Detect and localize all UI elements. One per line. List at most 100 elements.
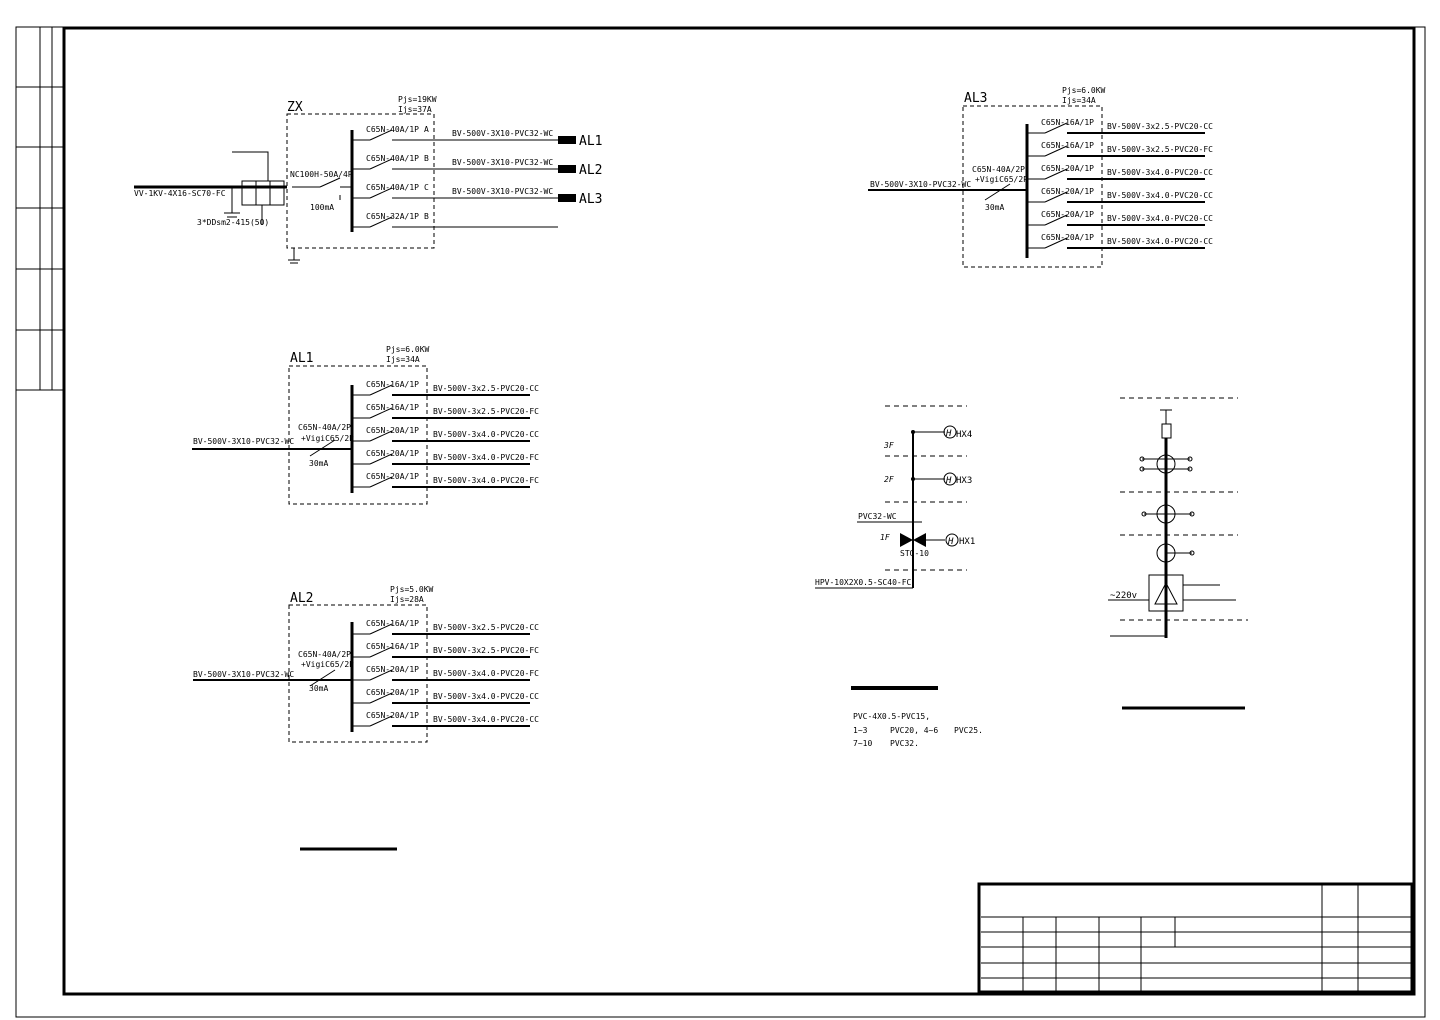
breaker-switch-icon (1044, 145, 1068, 157)
cable-label: BV-500V-3X10-PVC32-WC (452, 187, 553, 196)
hx4-label: HX4 (956, 430, 972, 440)
note-line-2a: 1~3 (853, 726, 868, 735)
breaker-switch-icon (1044, 191, 1068, 203)
breaker-label: C65N-16A/1P (1041, 118, 1094, 127)
riser-diagram: 3F 2F 1F H HX4 H HX3 H HX1 PVC32-WC STO-… (815, 405, 983, 748)
zx-spd: 3*DDsm2-415(50) (197, 218, 269, 227)
al2-incoming-cable: BV-500V-3X10-PVC32-WC (193, 670, 294, 679)
hx4-box: H HX4 (943, 425, 972, 440)
al1-branch: C65N-20A/1P BV-500V-3x4.0-PVC20-FC (352, 472, 539, 488)
al3-panel: AL3 Pjs=6.0KW Ijs=34A BV-500V-3X10-PVC32… (868, 86, 1213, 268)
al2-main-breaker: C65N-40A/2P (298, 650, 351, 659)
al1-main-switch-icon (309, 439, 336, 457)
breaker-label: C65N-32A/1P (366, 212, 419, 221)
intercom-unit-icon (1161, 423, 1172, 439)
zx-title: ZX (287, 100, 303, 115)
breaker-switch-icon (1044, 237, 1068, 249)
al3-ijs: Ijs=34A (1062, 96, 1096, 105)
al2-panel: AL2 Pjs=5.0KW Ijs=28A BV-500V-3X10-PVC32… (193, 585, 539, 743)
breaker-label: C65N-40A/1P (366, 183, 419, 192)
breaker-label: C65N-16A/1P (366, 619, 419, 628)
breaker-label: C65N-16A/1P (366, 403, 419, 412)
output-terminal-icon (558, 136, 576, 144)
breaker-label: C65N-16A/1P (366, 642, 419, 651)
output-terminal-icon (558, 194, 576, 202)
note-line-2c: PVC25. (954, 726, 983, 735)
note-line-2b: PVC20, 4~6 (890, 726, 938, 735)
zx-rcd: 100mA (310, 203, 334, 212)
hx1-box: H HX1 (945, 533, 975, 547)
breaker-label: C65N-20A/1P (1041, 210, 1094, 219)
breaker-switch-icon (369, 476, 393, 488)
riser-node (911, 477, 915, 481)
amplifier-icon (1148, 574, 1236, 612)
breaker-switch-icon (369, 669, 393, 681)
floor-label-3f: 3F (883, 441, 894, 450)
breaker-switch-icon (1044, 122, 1068, 134)
breaker-switch-icon (1044, 168, 1068, 180)
floor-label-2f: 2F (884, 475, 894, 484)
al1-panel: AL1 Pjs=6.0KW Ijs=34A BV-500V-3X10-PVC32… (192, 345, 539, 505)
note-line-1: PVC-4X0.5-PVC15, (853, 712, 930, 721)
phase-label: C (424, 183, 429, 192)
breaker-label: C65N-20A/1P (1041, 233, 1094, 242)
handset-icon (1141, 504, 1195, 524)
zx-panel: ZX Pjs=19KW Ijs=37A VV-1KV-4X16-SC70-FC … (134, 95, 602, 264)
al3-title: AL3 (964, 91, 987, 106)
al3-enclosure (962, 105, 1103, 268)
intercom-voltage: ~220v (1110, 591, 1137, 601)
cable-label: BV-500V-3X10-PVC32-WC (452, 158, 553, 167)
al2-ijs: Ijs=28A (390, 595, 424, 604)
al2-branch: C65N-20A/1P BV-500V-3x4.0-PVC20-FC (352, 665, 539, 681)
breaker-switch-icon (369, 407, 393, 419)
svg-text:H: H (945, 476, 952, 486)
cable-label: BV-500V-3x4.0-PVC20-FC (433, 476, 539, 485)
breaker-label: C65N-20A/1P (366, 472, 419, 481)
title-block (977, 882, 1414, 994)
al3-main-rcd: +VigiC65/2P (975, 175, 1028, 184)
al1-pjs: Pjs=6.0KW (386, 345, 430, 354)
handset-icon (1156, 543, 1195, 563)
breaker-switch-icon (369, 646, 393, 658)
hx3-box: H HX3 (943, 472, 972, 486)
intercom-floor-lines (1120, 397, 1248, 621)
breaker-switch-icon (369, 187, 393, 199)
cable-label: BV-500V-3x4.0-PVC20-FC (433, 453, 539, 462)
breaker-switch-icon (1044, 214, 1068, 226)
al1-rcd: 30mA (309, 459, 328, 468)
cable-label: BV-500V-3x4.0-PVC20-CC (1107, 191, 1213, 200)
note-line-3a: 7~10 (853, 739, 872, 748)
breaker-label: C65N-20A/1P (366, 688, 419, 697)
cable-label: BV-500V-3x4.0-PVC20-FC (433, 669, 539, 678)
zx-main-switch-icon (288, 177, 352, 264)
breaker-label: C65N-40A/1P (366, 125, 419, 134)
floor-label-1f: 1F (880, 533, 890, 542)
output-label: AL1 (579, 134, 602, 149)
output-label: AL3 (579, 192, 602, 207)
phase-label: B (424, 154, 429, 163)
hx3-label: HX3 (956, 476, 972, 486)
breaker-label: C65N-20A/1P (366, 711, 419, 720)
zx-branch: C65N-32A/1P B (352, 212, 558, 228)
stp-icon (900, 533, 926, 547)
breaker-switch-icon (369, 453, 393, 465)
al2-rcd: 30mA (309, 684, 328, 693)
cable-label: BV-500V-3x4.0-PVC20-CC (433, 430, 539, 439)
al2-enclosure (288, 604, 428, 743)
svg-text:H: H (945, 429, 952, 439)
breaker-label: C65N-20A/1P (366, 449, 419, 458)
cable-label: BV-500V-3x2.5-PVC20-CC (433, 384, 539, 393)
phase-label: B (424, 212, 429, 221)
breaker-label: C65N-20A/1P (366, 665, 419, 674)
hx1-label: HX1 (959, 537, 975, 547)
cable-label: BV-500V-3x2.5-PVC20-CC (1107, 122, 1213, 131)
al1-incoming-cable: BV-500V-3X10-PVC32-WC (193, 437, 294, 446)
